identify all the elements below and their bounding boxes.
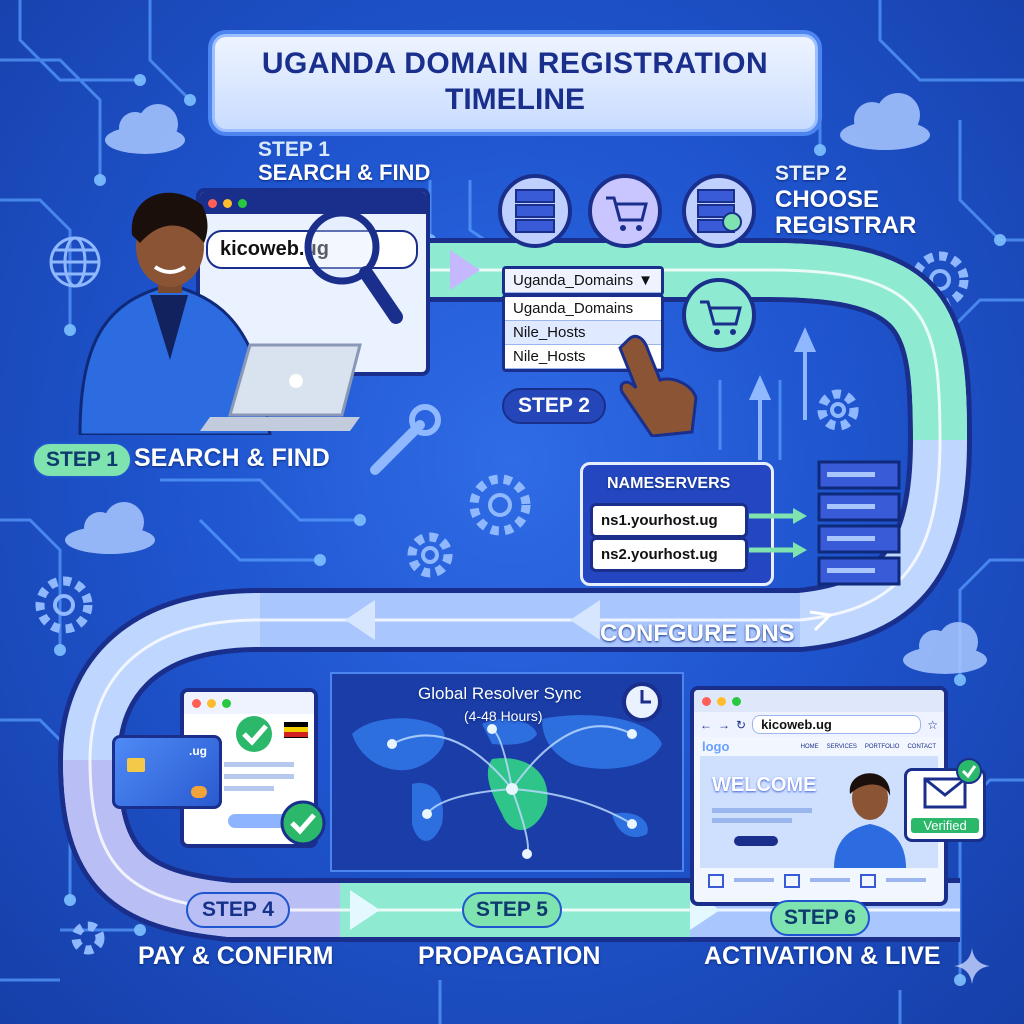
feature-line bbox=[886, 878, 926, 882]
site-logo: logo bbox=[702, 739, 730, 754]
title-line-2: TIMELINE bbox=[445, 83, 585, 116]
payment-content bbox=[224, 716, 308, 828]
step5-pill: STEP 5 bbox=[462, 892, 562, 928]
credit-card-icon: .ug bbox=[112, 735, 222, 809]
step1-top-label-name: SEARCH & FIND bbox=[258, 160, 431, 185]
step2-top-label-line2: REGISTRAR bbox=[775, 212, 917, 239]
step1-top-label-step: STEP 1 bbox=[258, 138, 330, 161]
card-logo-icon bbox=[191, 786, 207, 798]
step1-name: SEARCH & FIND bbox=[134, 444, 330, 472]
cart-circle-icon bbox=[588, 174, 662, 248]
browser-titlebar bbox=[200, 192, 426, 214]
server-circle-icon bbox=[498, 174, 572, 248]
magnifier-icon bbox=[304, 209, 403, 324]
hero-button[interactable] bbox=[734, 836, 778, 846]
step4-pill: STEP 4 bbox=[186, 892, 290, 928]
step2-pill: STEP 2 bbox=[502, 388, 606, 424]
feature-line bbox=[810, 878, 850, 882]
ns1-field[interactable]: ns1.yourhost.ug bbox=[590, 503, 748, 538]
maximize-dot-icon bbox=[222, 698, 231, 708]
clouds bbox=[65, 93, 987, 674]
user-at-laptop-illustration bbox=[78, 192, 362, 435]
chevron-down-icon: ▼ bbox=[638, 272, 653, 289]
maximize-dot-icon bbox=[732, 696, 741, 706]
step2-top-label-step: STEP 2 bbox=[775, 162, 847, 185]
globe-icon bbox=[49, 236, 101, 288]
card-tld-label: .ug bbox=[189, 744, 207, 758]
reload-icon[interactable]: ↻ bbox=[736, 717, 747, 732]
registrar-dropdown[interactable]: Uganda_Domains ▼ bbox=[502, 266, 664, 296]
step6-pill: STEP 6 bbox=[770, 900, 870, 936]
hero-text-line bbox=[712, 808, 812, 813]
dropdown-option[interactable]: Uganda_Domains bbox=[505, 297, 661, 321]
step1-pill: STEP 1 bbox=[32, 442, 132, 478]
step6-name: ACTIVATION & LIVE bbox=[704, 942, 941, 970]
checkbox-icon bbox=[860, 874, 876, 888]
welcome-heading: WELCOME bbox=[712, 774, 817, 796]
forward-arrow-icon[interactable]: → bbox=[718, 717, 730, 732]
checkbox-icon bbox=[708, 874, 724, 888]
live-titlebar bbox=[694, 690, 944, 712]
dropdown-option[interactable]: Nile_Hosts bbox=[505, 345, 661, 369]
checkbox-icon bbox=[784, 874, 800, 888]
up-arrows bbox=[748, 327, 817, 460]
confirm-check-icon bbox=[280, 800, 326, 846]
minimize-dot-icon bbox=[223, 198, 232, 208]
sparkle-icon bbox=[954, 948, 990, 984]
map-subtitle: (4-48 Hours) bbox=[464, 708, 543, 724]
address-bar[interactable]: kicoweb.ug bbox=[752, 715, 922, 734]
server-rack-icon bbox=[817, 460, 901, 586]
envelope-icon bbox=[923, 777, 967, 809]
feature-line bbox=[734, 878, 774, 882]
star-icon[interactable]: ☆ bbox=[927, 717, 938, 732]
nav-link[interactable]: SERVICES bbox=[826, 743, 857, 750]
step2-top-label-line1: CHOOSE bbox=[775, 186, 880, 213]
site-hero: WELCOME bbox=[700, 756, 938, 868]
nameservers-title: NAMESERVERS bbox=[607, 475, 731, 492]
nav-link[interactable]: CONTACT bbox=[907, 743, 936, 750]
title-banner: UGANDA DOMAIN REGISTRATION TIMELINE bbox=[212, 34, 818, 132]
wrench-icon bbox=[370, 404, 441, 475]
hero-text-line bbox=[712, 818, 792, 823]
gear-hubs bbox=[53, 269, 951, 616]
ns2-field[interactable]: ns2.yourhost.ug bbox=[590, 537, 748, 572]
pointing-hand-icon bbox=[618, 334, 698, 437]
dropdown-selected[interactable]: Uganda_Domains ▼ bbox=[505, 269, 661, 293]
site-owner-portrait bbox=[834, 773, 906, 868]
nav-link[interactable]: PORTFOLIO bbox=[864, 743, 900, 750]
title-line-1: UGANDA DOMAIN REGISTRATION bbox=[261, 47, 769, 80]
clock-icon bbox=[622, 682, 662, 722]
map-title: Global Resolver Sync bbox=[418, 684, 582, 703]
back-arrow-icon[interactable]: ← bbox=[700, 717, 712, 732]
ns-arrows-icon bbox=[749, 508, 807, 558]
address-row: ← → ↻ kicoweb.ug ☆ bbox=[694, 712, 944, 737]
site-nav: logo HOME SERVICES PORTFOLIO CONTACT bbox=[694, 737, 944, 756]
nav-link[interactable]: HOME bbox=[800, 743, 819, 750]
registrar-cart-circle-icon bbox=[682, 278, 756, 352]
registrar-server-circle-icon bbox=[682, 174, 756, 248]
card-chip-icon bbox=[127, 758, 145, 772]
step3-name: CONFGURE DNS bbox=[600, 620, 795, 647]
maximize-dot-icon bbox=[238, 198, 247, 208]
minimize-dot-icon bbox=[207, 698, 216, 708]
world-map-icon bbox=[352, 715, 662, 859]
dropdown-selected-value: Uganda_Domains bbox=[513, 272, 634, 289]
payment-titlebar bbox=[184, 692, 314, 714]
step4-name: PAY & CONFIRM bbox=[138, 942, 334, 970]
verified-check-icon bbox=[956, 758, 982, 784]
feature-checks bbox=[694, 868, 944, 894]
close-dot-icon bbox=[192, 698, 201, 708]
close-dot-icon bbox=[208, 198, 217, 208]
verified-label: Verified bbox=[911, 818, 979, 833]
site-nav-links: HOME SERVICES PORTFOLIO CONTACT bbox=[801, 744, 936, 750]
step5-name: PROPAGATION bbox=[418, 942, 601, 970]
close-dot-icon bbox=[702, 696, 711, 706]
minimize-dot-icon bbox=[717, 696, 726, 706]
